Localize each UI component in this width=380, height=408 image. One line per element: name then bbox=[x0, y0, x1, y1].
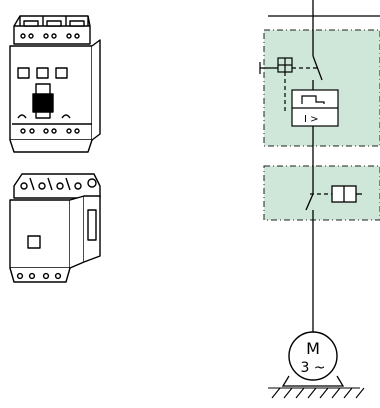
ground-hatching-icon bbox=[268, 387, 365, 399]
breaker-release-box bbox=[291, 89, 339, 127]
breaker-zone bbox=[263, 29, 380, 147]
contactor-device-icon bbox=[9, 173, 101, 283]
motor-symbol-icon bbox=[281, 331, 345, 387]
circuit-breaker-device-icon bbox=[9, 15, 101, 153]
contactor-zone bbox=[263, 165, 380, 221]
breaker-label: I > bbox=[304, 114, 319, 125]
motor-label-line2: 3 ~ bbox=[300, 360, 325, 376]
breaker-contact-line bbox=[312, 55, 323, 81]
contactor-contact-icon bbox=[305, 185, 362, 211]
manual-operator-icon bbox=[259, 57, 317, 112]
motor-label-line1: M bbox=[306, 339, 320, 358]
